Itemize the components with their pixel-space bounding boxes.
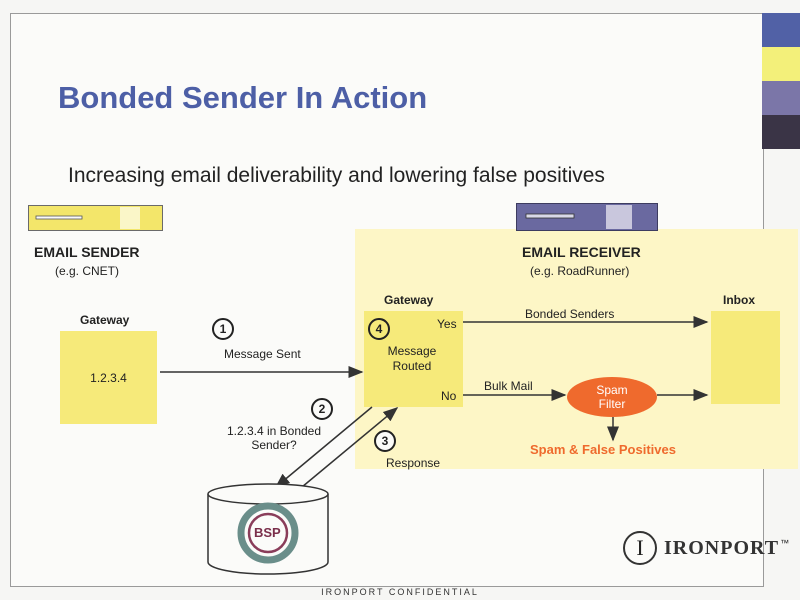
no-label: No (441, 389, 457, 403)
stripe-blue (762, 13, 800, 47)
spam-filter-label: Spam Filter (596, 383, 628, 411)
sender-heading: EMAIL SENDER (34, 244, 140, 260)
receiver-server-icon (516, 203, 658, 231)
arrow-query (274, 406, 373, 488)
slide-subtitle: Increasing email deliverability and lowe… (68, 164, 605, 187)
sender-example: (e.g. CNET) (55, 264, 120, 278)
step-3-text: Response (386, 456, 441, 470)
sender-ip: 1.2.3.4 (90, 370, 127, 385)
ironport-logo-text: IRONPORT (664, 536, 780, 559)
step-3-badge: 3 (374, 430, 396, 452)
stripe-purple (762, 81, 800, 115)
step-1-badge: 1 (212, 318, 234, 340)
step-2-badge: 2 (311, 398, 333, 420)
spam-filter: Spam Filter (567, 377, 657, 417)
ironport-mark-icon: I (623, 531, 657, 565)
bsp-label: BSP (254, 525, 281, 540)
inbox-box (711, 311, 780, 404)
bulk-mail-label: Bulk Mail (484, 379, 533, 393)
confidential-footer: IRONPORT CONFIDENTIAL (321, 587, 479, 597)
receiver-heading: EMAIL RECEIVER (522, 244, 641, 260)
receiver-gateway-label: Gateway (384, 293, 434, 307)
arrow-response (301, 407, 399, 488)
message-routed-text: Message Routed (387, 344, 437, 373)
step-2-text: 1.2.3.4 in Bonded Sender? (226, 424, 322, 452)
spam-result-label: Spam & False Positives (530, 442, 676, 457)
bonded-senders-label: Bonded Senders (525, 307, 615, 321)
stripe-yellow (762, 47, 800, 81)
step-4-badge: 4 (368, 318, 390, 340)
yes-label: Yes (437, 317, 457, 331)
sender-gateway-box: 1.2.3.4 (60, 331, 157, 424)
ironport-tm: ™ (780, 538, 790, 548)
ironport-logo: I IRONPORT ™ (623, 531, 789, 565)
slide-title: Bonded Sender In Action (58, 80, 428, 115)
step-1-text: Message Sent (224, 347, 301, 361)
receiver-example: (e.g. RoadRunner) (530, 264, 630, 278)
bsp-database-icon (207, 483, 329, 575)
stripe-dark (762, 115, 800, 149)
inbox-label: Inbox (723, 293, 755, 307)
sender-gateway-label: Gateway (80, 313, 130, 327)
sender-server-icon (28, 205, 163, 231)
